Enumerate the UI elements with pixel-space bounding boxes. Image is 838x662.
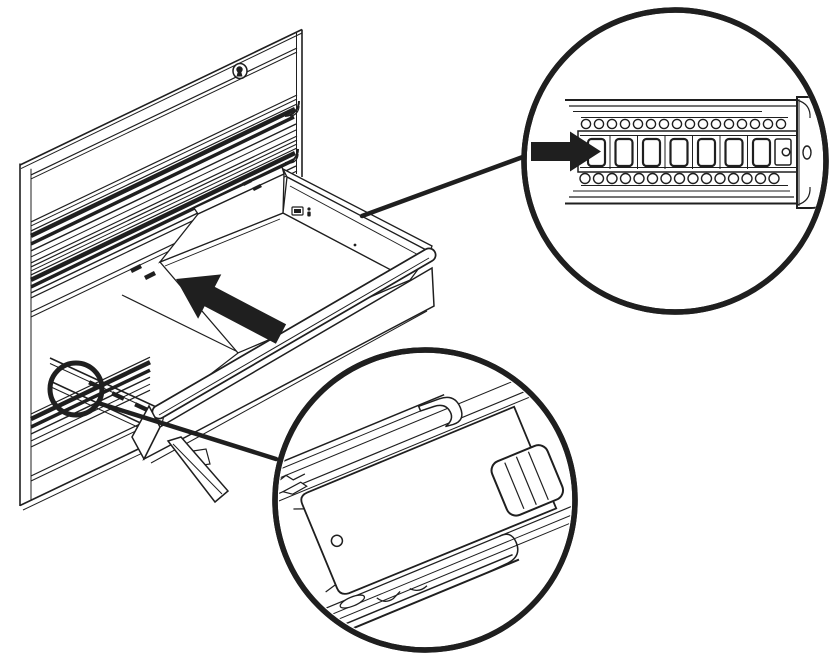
drawer-handle-bar xyxy=(151,247,437,420)
drawer-label xyxy=(291,206,311,217)
ball-bearing-slide-callout xyxy=(521,7,829,315)
leader-line-top-callout xyxy=(359,151,534,219)
ball-bearings-bottom xyxy=(579,172,780,185)
slide-latch-callout xyxy=(272,347,578,653)
push-direction-arrow xyxy=(176,274,287,344)
keyhole-lock-icon xyxy=(232,62,248,80)
detail-marker-circle xyxy=(47,360,105,418)
rivet-dot xyxy=(353,243,357,247)
opening-slide-hardware xyxy=(130,264,156,280)
open-drawer xyxy=(121,166,437,504)
insert-direction-arrow xyxy=(531,131,601,172)
carriage-windows xyxy=(586,137,772,168)
leader-line-bottom-callout xyxy=(95,400,279,462)
tool-cabinet xyxy=(19,28,303,511)
latch-tab xyxy=(490,444,565,517)
lower-drawer-front-bands xyxy=(30,230,201,482)
